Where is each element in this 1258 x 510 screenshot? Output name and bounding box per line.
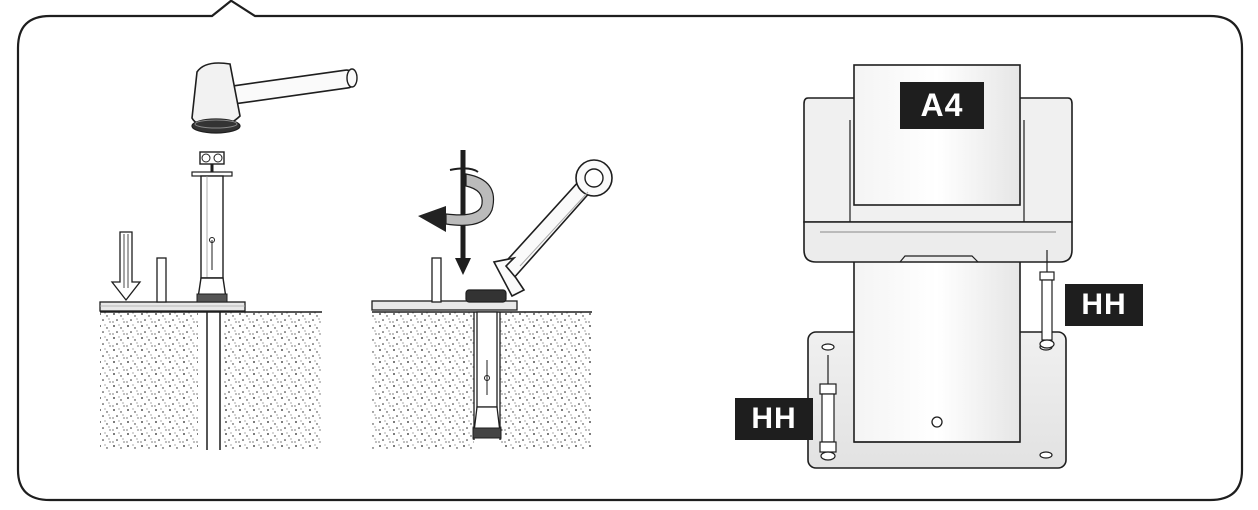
step-1-hammer-anchor xyxy=(100,63,357,450)
part-label-hh-right: HH xyxy=(1065,284,1143,326)
concrete-ground-left xyxy=(100,302,322,450)
hammer-icon xyxy=(192,63,357,133)
step-2-wrench-tighten xyxy=(372,150,612,450)
stud-right xyxy=(432,258,441,302)
part-label-hh-left: HH xyxy=(735,398,813,440)
center-post xyxy=(854,250,1020,442)
wrench-icon xyxy=(494,160,612,296)
anchor-bolt-icon xyxy=(192,152,232,302)
part-label-a4: A4 xyxy=(900,82,984,129)
anchor-bolt-hh-right xyxy=(1040,250,1054,348)
down-arrow-icon xyxy=(112,232,140,300)
rotate-arrow-icon xyxy=(418,150,494,275)
stud-left xyxy=(157,258,166,302)
